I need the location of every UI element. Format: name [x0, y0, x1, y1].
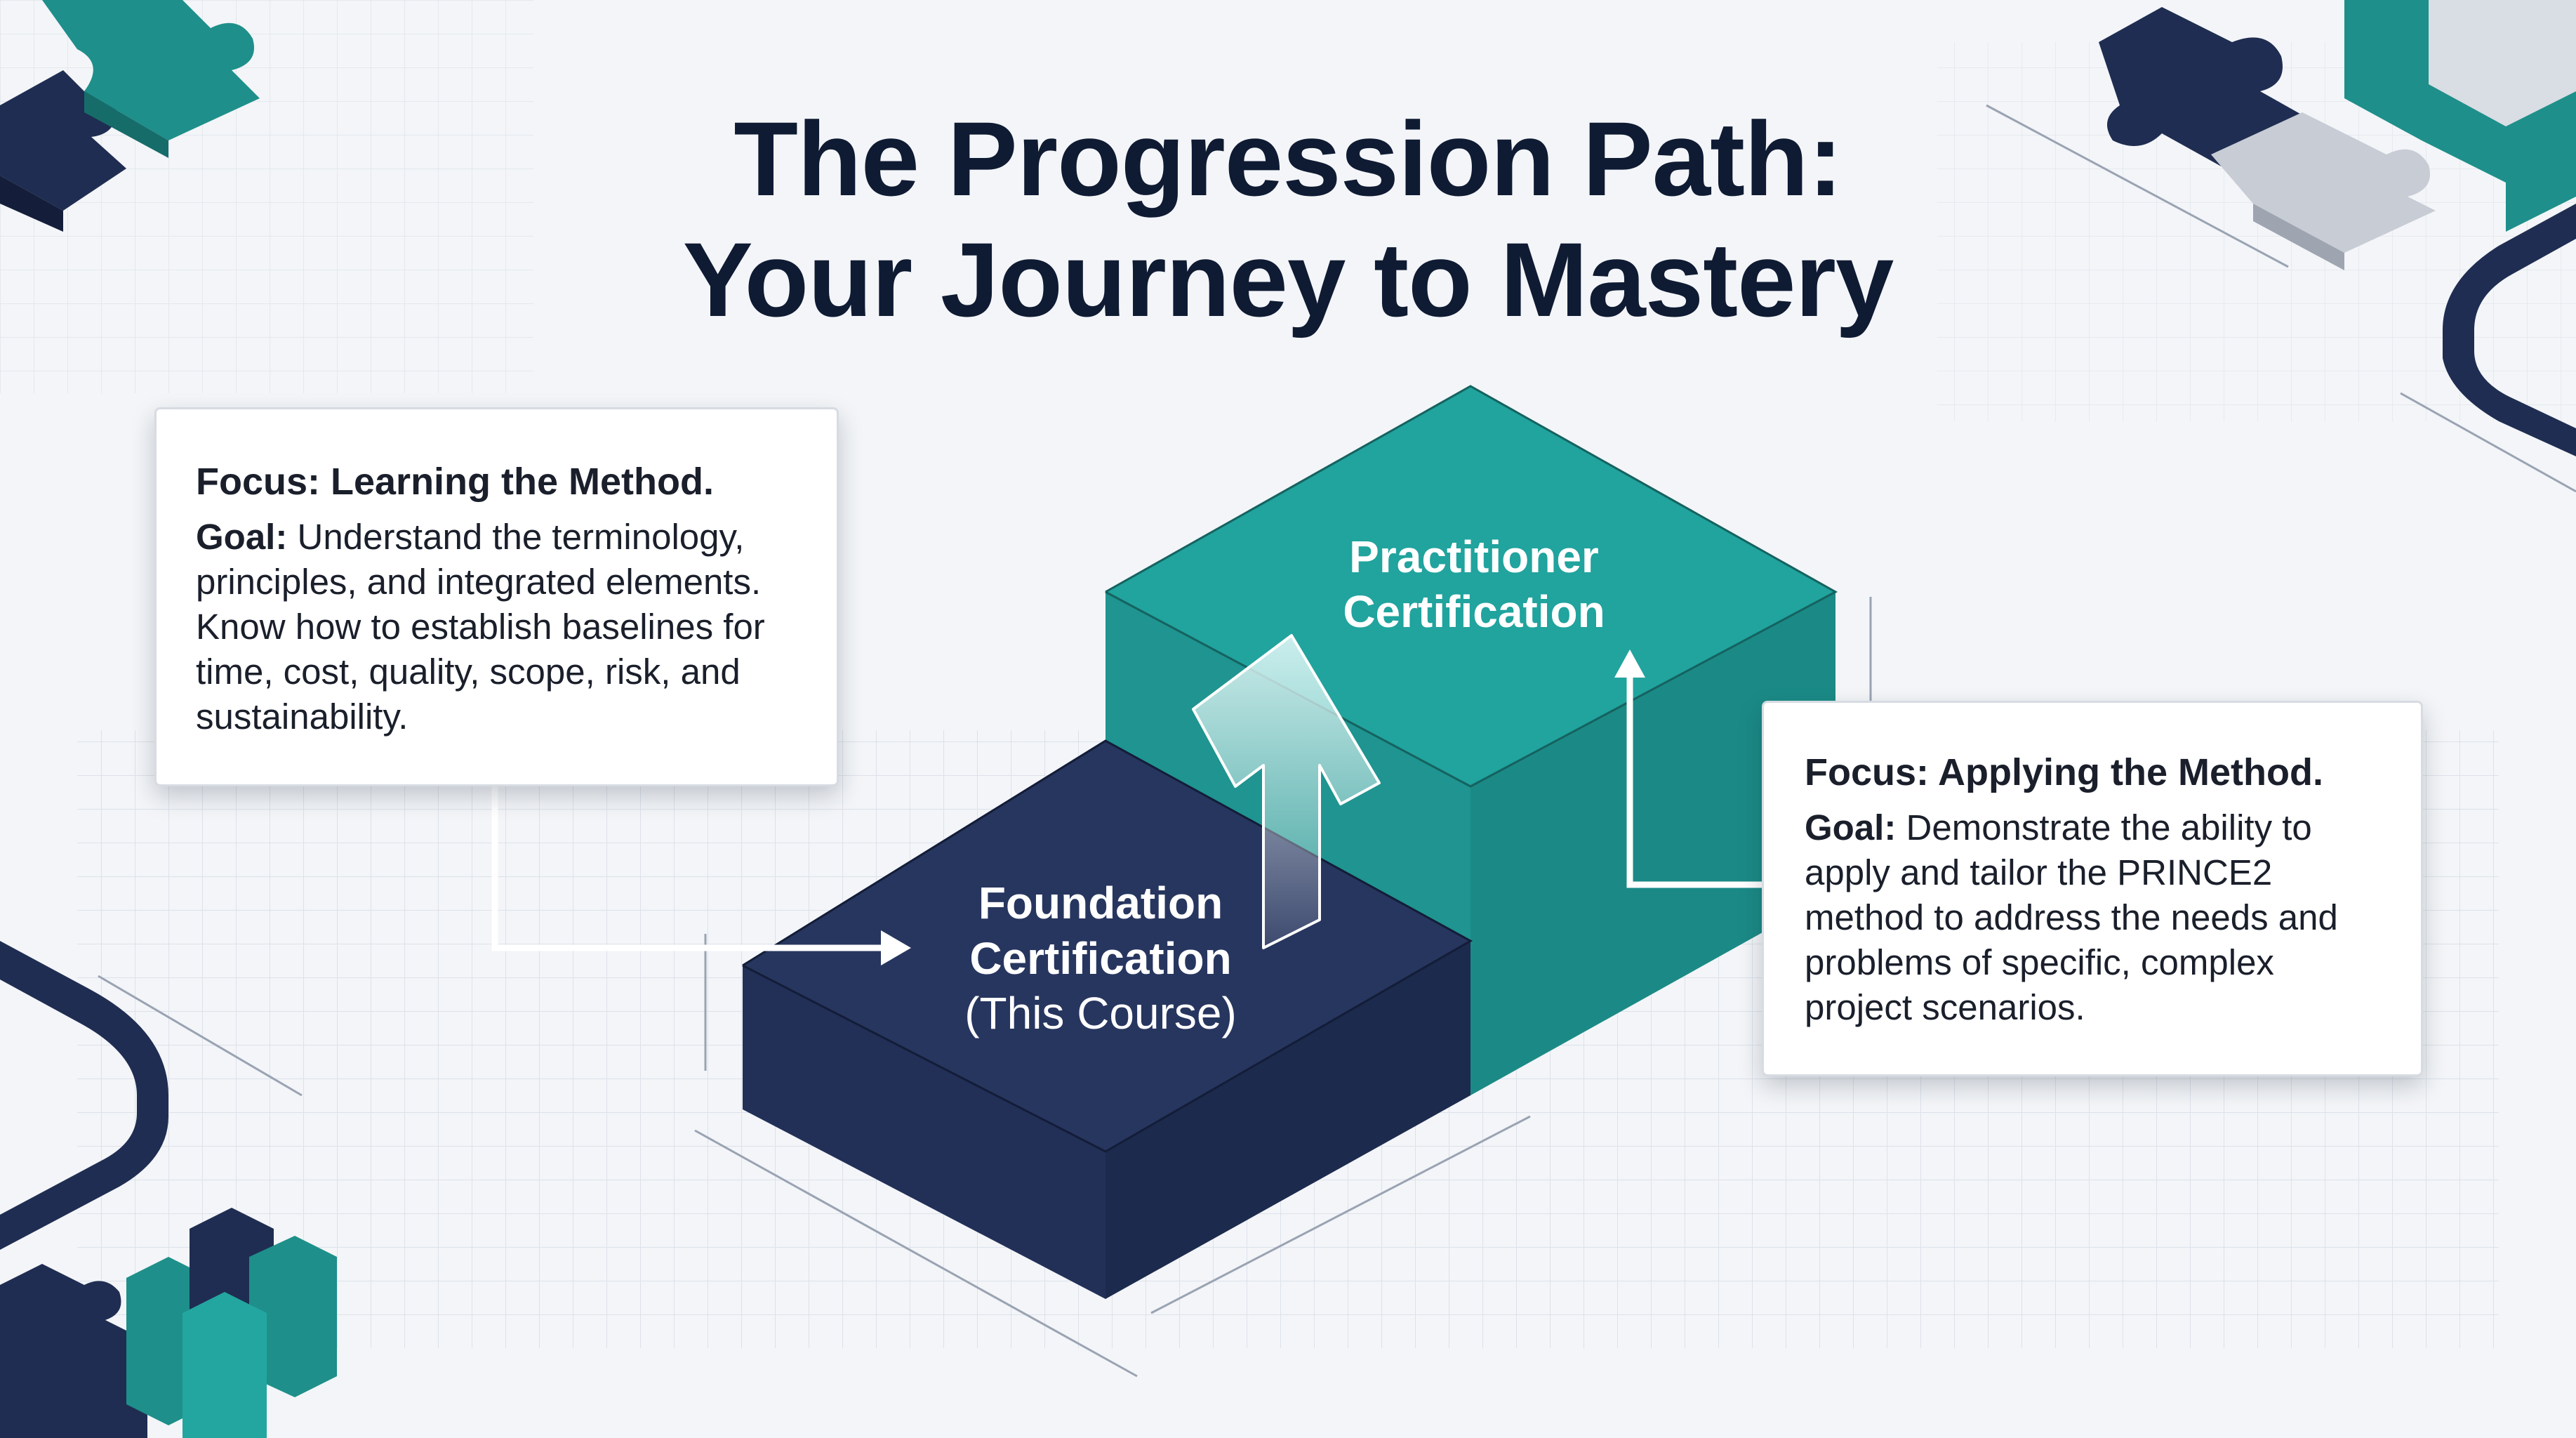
practitioner-info-card: Focus: Applying the Method. Goal: Demons…	[1762, 701, 2423, 1076]
bar-blocks-icon	[0, 1208, 337, 1438]
puzzle-piece-icon	[0, 0, 260, 232]
practitioner-label-line2: Certification	[1343, 586, 1605, 637]
practitioner-focus: Focus: Applying the Method.	[1805, 751, 2323, 793]
foundation-connector	[491, 786, 911, 965]
practitioner-goal-label: Goal:	[1805, 807, 1897, 847]
foundation-label-line1: Foundation	[978, 878, 1223, 928]
up-arrow-icon	[1614, 649, 1645, 678]
foundation-goal-text: Understand the terminology, principles, …	[196, 517, 765, 737]
page-title: The Progression Path: Your Journey to Ma…	[0, 98, 2576, 340]
title-line-1: The Progression Path:	[733, 100, 1843, 218]
puzzle-piece-icon	[2099, 0, 2576, 270]
up-arrow-icon	[1192, 634, 1381, 949]
foundation-goal: Goal: Understand the terminology, princi…	[196, 515, 797, 739]
foundation-info-card: Focus: Learning the Method. Goal: Unders…	[154, 407, 839, 786]
practitioner-goal: Goal: Demonstrate the ability to apply a…	[1805, 805, 2382, 1030]
title-line-2: Your Journey to Mastery	[682, 220, 1894, 338]
foundation-label-line2: Certification	[969, 933, 1231, 984]
right-arrow-icon	[881, 930, 911, 965]
practitioner-connector	[1614, 649, 1762, 888]
foundation-goal-label: Goal:	[196, 517, 288, 557]
practitioner-label-line1: Practitioner	[1349, 532, 1599, 582]
conveyor-belt-icon	[2443, 204, 2576, 456]
practitioner-goal-text: Demonstrate the ability to apply and tai…	[1805, 807, 2338, 1027]
dimension-lines	[98, 104, 2576, 1378]
foundation-focus: Focus: Learning the Method.	[196, 461, 714, 503]
foundation-label-line3: (This Course)	[964, 988, 1237, 1038]
conveyor-belt-icon	[0, 941, 168, 1250]
